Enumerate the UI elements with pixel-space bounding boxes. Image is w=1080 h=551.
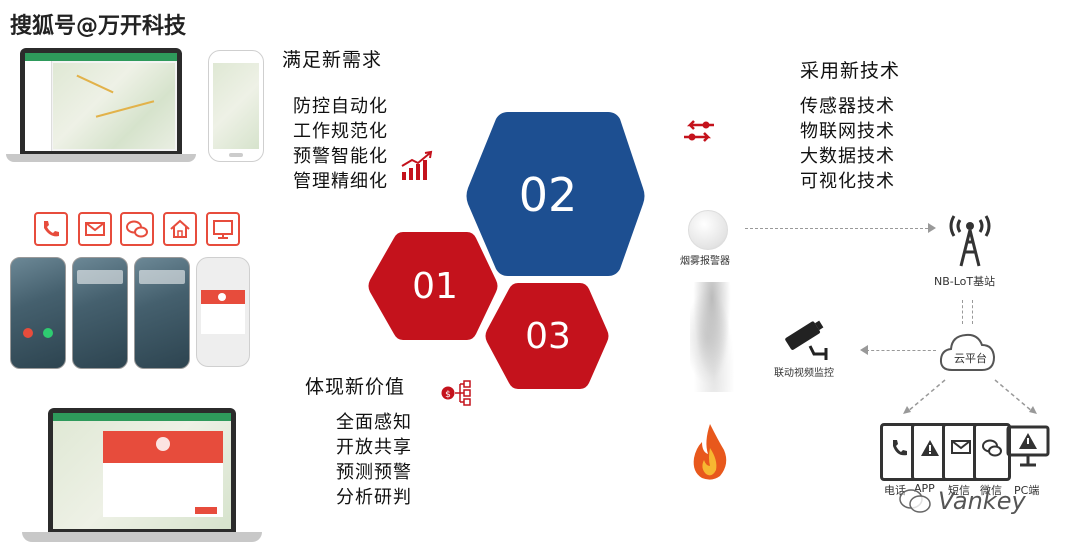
phone-map-screenshot bbox=[208, 50, 264, 162]
device-label-wechat: 微信 bbox=[980, 484, 1002, 497]
laptop-map-screenshot bbox=[6, 48, 196, 166]
needs-item: 预警智能化 bbox=[293, 146, 388, 167]
hexagon-03 bbox=[485, 283, 609, 389]
phone-call-screenshot bbox=[10, 257, 66, 369]
tech-item: 大数据技术 bbox=[800, 146, 895, 167]
phone-wechat-screenshot bbox=[134, 257, 190, 369]
distribution-arrows bbox=[903, 379, 1037, 414]
smoke-alarm-icon bbox=[688, 210, 728, 250]
home-icon bbox=[163, 212, 197, 246]
value-item: 开放共享 bbox=[336, 437, 412, 458]
watermark: 搜狐号@万开科技 bbox=[10, 14, 187, 39]
needs-item: 管理精细化 bbox=[293, 171, 388, 192]
needs-item: 工作规范化 bbox=[293, 121, 388, 142]
tech-item: 物联网技术 bbox=[800, 121, 895, 142]
brand-name: Vankey bbox=[938, 487, 1026, 515]
brand-logo-icon bbox=[898, 487, 932, 519]
cloud-label: 云平台 bbox=[954, 352, 987, 365]
cloud-icon bbox=[938, 330, 996, 378]
needs-item: 防控自动化 bbox=[293, 96, 388, 117]
svg-text:$: $ bbox=[445, 390, 451, 400]
base-station-label: NB-LoT基站 bbox=[934, 275, 996, 288]
hexagon-01-label: 01 bbox=[412, 266, 458, 307]
device-label-pc: PC端 bbox=[1014, 484, 1040, 497]
device-label-sms: 短信 bbox=[948, 484, 970, 497]
hexagon-cluster bbox=[368, 112, 645, 389]
needs-list: 防控自动化 工作规范化 预警智能化 管理精细化 bbox=[293, 94, 388, 194]
hexagon-01 bbox=[368, 232, 498, 340]
tech-item: 可视化技术 bbox=[800, 171, 895, 192]
fire-icon bbox=[690, 422, 730, 486]
tech-title: 采用新技术 bbox=[800, 60, 901, 82]
device-label-phone: 电话 bbox=[884, 484, 906, 497]
phone-app-alert-screenshot bbox=[196, 257, 250, 367]
growth-chart-icon bbox=[400, 150, 434, 186]
tech-list: 传感器技术 物联网技术 大数据技术 可视化技术 bbox=[800, 94, 895, 194]
device-label-app: APP bbox=[914, 482, 935, 495]
smoke-illustration bbox=[690, 282, 734, 392]
smoke-alarm-label: 烟雾报警器 bbox=[680, 256, 730, 267]
value-list: 全面感知 开放共享 预测预警 分析研判 bbox=[336, 410, 412, 510]
wechat-icon bbox=[120, 212, 154, 246]
camera-icon bbox=[782, 318, 832, 364]
laptop-alert-screenshot bbox=[22, 408, 262, 548]
cell-tower-icon bbox=[945, 210, 995, 272]
device-pc-icon bbox=[1006, 423, 1050, 479]
hexagon-02-label: 02 bbox=[518, 168, 578, 222]
monitor-icon bbox=[206, 212, 240, 246]
value-title: 体现新价值 bbox=[305, 376, 406, 398]
mail-icon bbox=[78, 212, 112, 246]
money-flow-icon: $ bbox=[440, 380, 472, 410]
tech-item: 传感器技术 bbox=[800, 96, 895, 117]
hexagon-03-label: 03 bbox=[525, 316, 571, 357]
phone-sms-screenshot bbox=[72, 257, 128, 369]
exchange-arrows-icon bbox=[682, 118, 716, 148]
hexagon-02 bbox=[466, 112, 645, 276]
value-item: 全面感知 bbox=[336, 412, 412, 433]
connector-arrow bbox=[745, 228, 933, 229]
camera-label: 联动视频监控 bbox=[774, 368, 834, 379]
value-item: 预测预警 bbox=[336, 462, 412, 483]
phone-call-icon bbox=[34, 212, 68, 246]
needs-title: 满足新需求 bbox=[282, 49, 383, 71]
value-item: 分析研判 bbox=[336, 487, 412, 508]
